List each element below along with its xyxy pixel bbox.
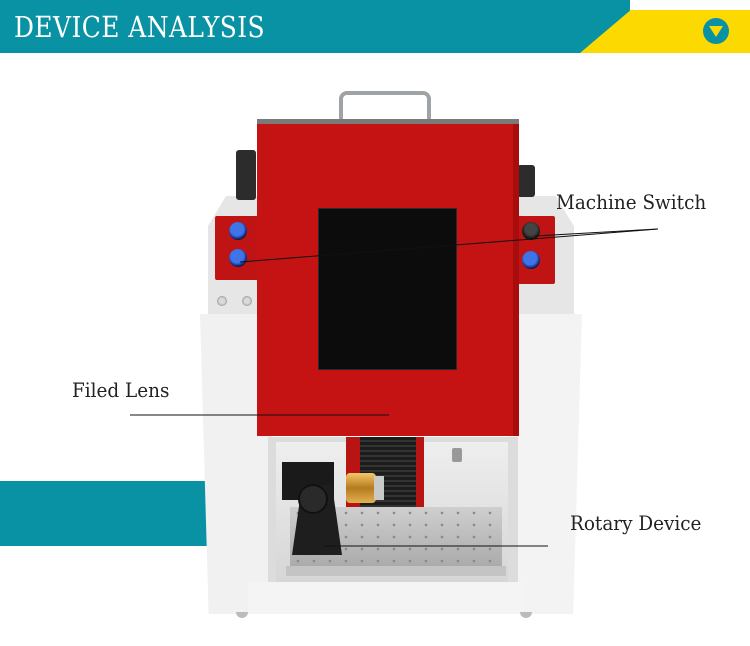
door-top-edge (257, 119, 519, 126)
right-cap (517, 165, 535, 197)
header-bar (0, 0, 630, 53)
blue-button-icon (522, 251, 540, 269)
chevron-down-icon (709, 26, 723, 37)
right-side-panel (508, 314, 582, 614)
foot (236, 612, 248, 618)
label-machine-switch: Machine Switch (556, 190, 707, 214)
decorative-band (0, 481, 218, 546)
rotary-chuck (298, 484, 328, 514)
key-switch-icon (522, 222, 540, 240)
base-rail (248, 582, 523, 614)
lens-barrel (374, 476, 384, 500)
indicator-light-icon (242, 296, 252, 306)
foot (520, 612, 532, 618)
indicator-light-icon (217, 296, 227, 306)
label-rotary-device: Rotary Device (570, 511, 702, 535)
field-lens (346, 473, 376, 503)
carry-handle (339, 91, 431, 127)
blue-button-icon (229, 249, 247, 267)
viewing-window (318, 208, 457, 370)
cable-connector (452, 448, 462, 462)
blue-button-icon (229, 222, 247, 240)
label-filed-lens: Filed Lens (72, 378, 170, 402)
work-table-edge (286, 566, 506, 576)
page-title: DEVICE ANALYSIS (14, 10, 266, 44)
left-cap (236, 150, 256, 200)
